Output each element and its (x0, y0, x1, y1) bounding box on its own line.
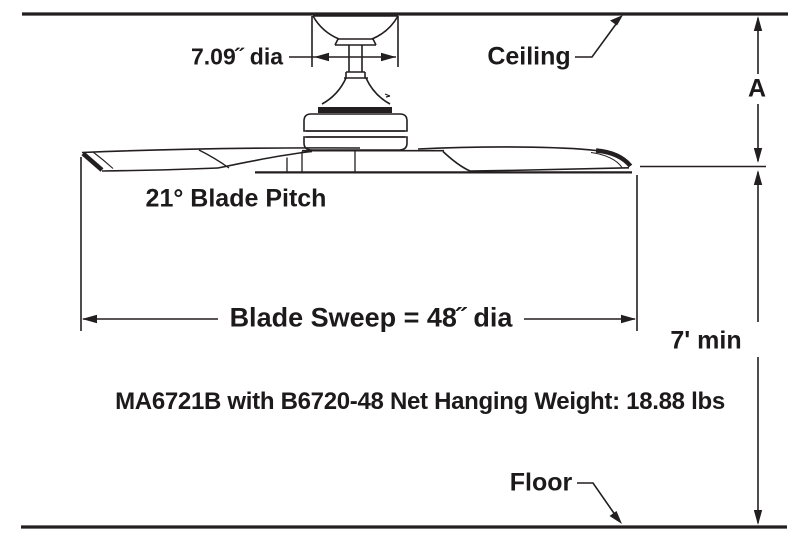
blade-pitch-label: 21° Blade Pitch (145, 184, 327, 213)
fan-blades (81, 146, 633, 174)
dimension-lines (80, 15, 766, 525)
blade-sweep-dimension (80, 157, 638, 331)
downrod (344, 45, 368, 79)
fan-drawing (81, 15, 633, 174)
dimension-a-label: A (747, 74, 767, 103)
motor-housing (303, 107, 408, 151)
canopy-dia-dimension (289, 16, 399, 67)
blade-sweep-label: Blade Sweep = 48˝ dia (229, 302, 513, 333)
dim-a-line (640, 16, 766, 168)
canopy-diameter-label: 7.09˝ dia (190, 43, 284, 70)
min-height-dimension (753, 170, 763, 525)
ceiling-label: Ceiling (487, 42, 571, 71)
ceiling-leader (575, 15, 623, 58)
weight-note-label: MA6721B with B6720-48 Net Hanging Weight… (115, 388, 725, 415)
min-height-label: 7' min (670, 326, 742, 355)
canopy-mount (312, 15, 399, 46)
floor-leader (577, 482, 622, 524)
motor-bell (321, 77, 391, 105)
floor-label: Floor (509, 468, 573, 497)
